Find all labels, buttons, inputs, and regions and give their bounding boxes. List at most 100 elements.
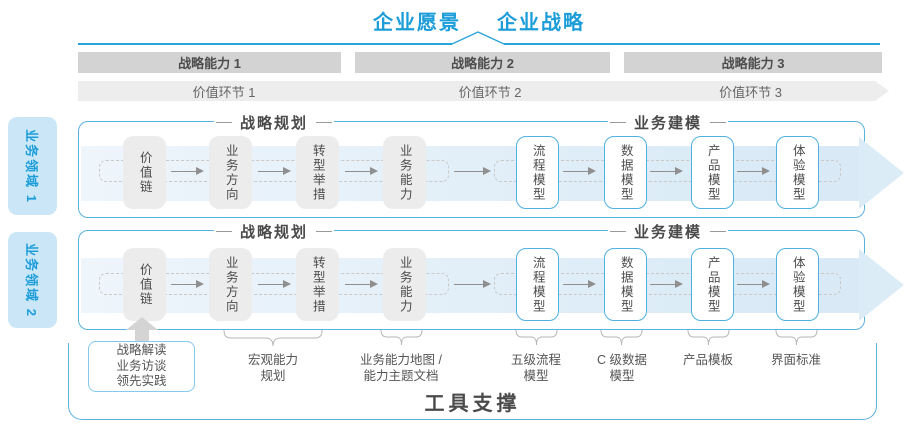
tool-label-line: 宏观能力 bbox=[247, 353, 299, 367]
flow-arrow-icon bbox=[737, 280, 770, 289]
flow-arrow-icon bbox=[345, 167, 378, 176]
section-title-business-modeling: 业务建模 bbox=[607, 221, 729, 241]
section-title-strategic-planning: 战略规划 bbox=[213, 112, 335, 132]
flow-arrow-icon bbox=[258, 280, 291, 289]
box-value-chain-label: 价值链 bbox=[137, 150, 152, 195]
tool-label-process-model: 五级流程 模型 bbox=[511, 352, 561, 384]
box-business-capability: 业务能力 bbox=[383, 248, 426, 321]
value-link-3-label: 价值环节 3 bbox=[719, 84, 782, 100]
enterprise-strategy-title: 企业战略 bbox=[497, 12, 585, 34]
flow-arrow-icon bbox=[650, 280, 683, 289]
box-transformation-initiatives-label: 转型举措 bbox=[310, 255, 325, 314]
tool-support-container bbox=[68, 343, 877, 420]
tool-label-capability-map: 业务能力地图 / 能力主题文档 bbox=[360, 352, 442, 384]
box-experience-model: 体验模型 bbox=[776, 248, 819, 321]
box-process-model-label: 流程模型 bbox=[530, 143, 545, 202]
tool-label-data-model: C 级数据 模型 bbox=[597, 352, 647, 384]
box-data-model: 数据模型 bbox=[604, 248, 647, 321]
flow-band-arrow-icon bbox=[859, 137, 904, 209]
box-experience-model-label: 体验模型 bbox=[790, 255, 805, 314]
section-title-strategic-planning: 战略规划 bbox=[213, 221, 335, 241]
tool-label-line: 五级流程 bbox=[510, 353, 562, 367]
business-modeling-text: 业务建模 bbox=[633, 223, 703, 241]
capability-bar-1: 战略能力 1 bbox=[78, 52, 341, 73]
tool-support-title: 工具支撑 bbox=[424, 393, 521, 415]
strategic-planning-text: 战略规划 bbox=[239, 114, 309, 132]
domain-label-1: 业务领域 1 bbox=[8, 117, 57, 215]
box-transformation-initiatives: 转型举措 bbox=[296, 136, 339, 209]
flow-arrow-icon bbox=[737, 167, 770, 176]
title-line bbox=[316, 230, 333, 232]
tool-label-line: C 级数据 bbox=[596, 353, 648, 367]
flow-arrow-icon bbox=[563, 167, 596, 176]
tool-label-line: 能力主题文档 bbox=[363, 369, 439, 383]
title-line bbox=[609, 121, 626, 123]
strategic-planning-text: 战略规划 bbox=[239, 223, 309, 241]
flow-row-domain-1: 价值链 业务方向 转型举措 业务能力 流程模型 数据模型 产品模型 体验模型 战… bbox=[78, 112, 904, 218]
flow-arrow-icon bbox=[563, 280, 596, 289]
title-line bbox=[609, 230, 626, 232]
box-experience-model: 体验模型 bbox=[776, 136, 819, 209]
caret-up-icon bbox=[451, 31, 505, 45]
modeling-dashed-zone bbox=[494, 273, 841, 295]
domain-label-2: 业务领域 2 bbox=[8, 232, 57, 328]
box-process-model: 流程模型 bbox=[516, 136, 559, 209]
section-title-business-modeling: 业务建模 bbox=[607, 112, 729, 132]
flow-arrow-icon bbox=[650, 167, 683, 176]
domain-1-text: 业务领域 1 bbox=[24, 128, 39, 204]
capability-bar-2-label: 战略能力 2 bbox=[451, 56, 514, 71]
box-data-model: 数据模型 bbox=[604, 136, 647, 209]
capability-bar-3: 战略能力 3 bbox=[624, 52, 882, 73]
domain-2-text: 业务领域 2 bbox=[24, 242, 39, 318]
title-line bbox=[710, 230, 727, 232]
box-business-direction: 业务方向 bbox=[209, 136, 252, 209]
box-data-model-label: 数据模型 bbox=[618, 143, 633, 202]
box-process-model-label: 流程模型 bbox=[530, 255, 545, 314]
bracket-icon bbox=[223, 330, 323, 347]
box-value-chain: 价值链 bbox=[123, 136, 166, 209]
title-line bbox=[215, 230, 232, 232]
up-arrow-shaft bbox=[135, 330, 149, 341]
title-line bbox=[215, 121, 232, 123]
business-modeling-text: 业务建模 bbox=[633, 114, 703, 132]
tool-label-line: 界面标准 bbox=[770, 353, 822, 367]
box-product-model-label: 产品模型 bbox=[705, 143, 720, 202]
value-link-chevron-1: 价值环节 1 bbox=[78, 81, 370, 101]
flow-row-domain-2: 价值链 业务方向 转型举措 业务能力 流程模型 数据模型 产品模型 体验模型 战… bbox=[78, 221, 904, 330]
planning-dashed-zone bbox=[99, 273, 449, 295]
tool-label-macro-capability: 宏观能力 规划 bbox=[248, 352, 298, 384]
bracket-icon bbox=[515, 330, 558, 346]
box-transformation-initiatives-label: 转型举措 bbox=[310, 143, 325, 202]
modeling-dashed-zone bbox=[494, 160, 841, 182]
practice-line-3: 领先实践 bbox=[116, 374, 167, 389]
flow-arrow-icon bbox=[454, 280, 491, 289]
box-product-model: 产品模型 bbox=[691, 248, 734, 321]
box-value-chain: 价值链 bbox=[123, 248, 166, 321]
bracket-icon bbox=[687, 330, 730, 346]
header: 企业愿景 企业战略 bbox=[78, 6, 880, 35]
bracket-icon bbox=[775, 330, 818, 346]
box-business-direction-label: 业务方向 bbox=[223, 255, 238, 314]
tool-label-line: 模型 bbox=[523, 369, 549, 383]
value-link-chevron-3: 价值环节 3 bbox=[612, 81, 889, 101]
flow-arrow-icon bbox=[345, 280, 378, 289]
tool-label-line: 模型 bbox=[609, 369, 635, 383]
flow-arrow-icon bbox=[171, 167, 204, 176]
box-business-capability-label: 业务能力 bbox=[397, 143, 412, 202]
bracket-icon bbox=[600, 330, 643, 346]
box-business-capability-label: 业务能力 bbox=[397, 255, 412, 314]
capability-bar-3-label: 战略能力 3 bbox=[721, 56, 785, 71]
value-link-chevron-2: 价值环节 2 bbox=[352, 81, 628, 101]
value-link-2-label: 价值环节 2 bbox=[458, 84, 522, 100]
practice-line-1: 战略解读 bbox=[116, 343, 167, 358]
flow-arrow-icon bbox=[171, 280, 204, 289]
flow-arrow-icon bbox=[258, 167, 291, 176]
tool-label-line: 规划 bbox=[260, 369, 286, 383]
tool-label-product-template: 产品模板 bbox=[683, 352, 733, 368]
box-business-direction-label: 业务方向 bbox=[223, 143, 238, 202]
box-product-model: 产品模型 bbox=[691, 136, 734, 209]
flow-arrow-icon bbox=[454, 167, 491, 176]
bracket-icon bbox=[380, 330, 423, 346]
tool-label-line: 产品模板 bbox=[682, 353, 734, 367]
